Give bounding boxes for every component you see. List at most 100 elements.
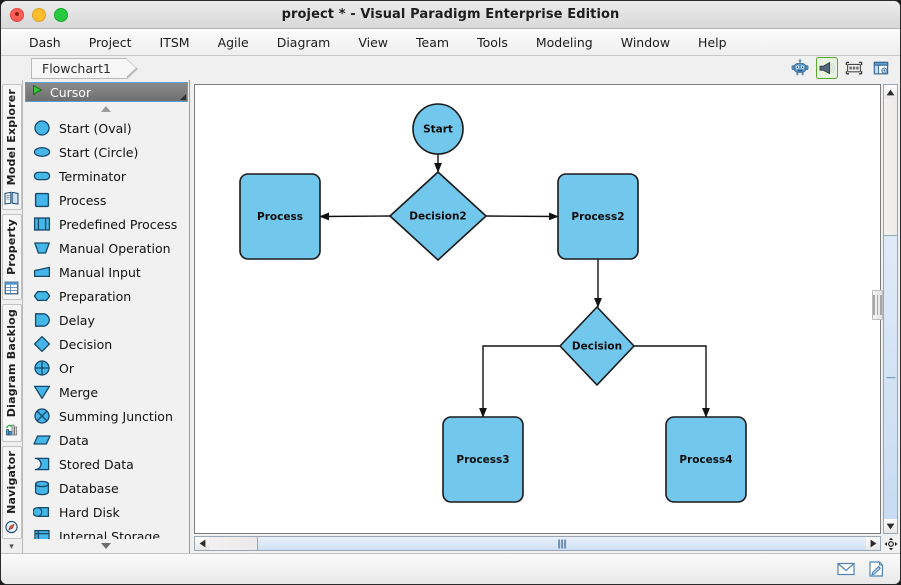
menu-item-view[interactable]: View (358, 34, 389, 50)
hscroll-track[interactable] (258, 537, 866, 550)
palette-item-label: Predefined Process (59, 216, 178, 232)
close-window-button[interactable] (10, 7, 24, 22)
trapezoid-down-icon (31, 239, 52, 257)
menu-item-help[interactable]: Help (698, 34, 727, 50)
breadcrumb-diagram-tab[interactable]: Flowchart1 (31, 58, 127, 79)
stored-data-icon (31, 455, 52, 473)
palette-item-manual-input[interactable]: Manual Input (27, 260, 189, 284)
pan-tool-icon[interactable] (883, 536, 898, 551)
ellipse-shape-icon (31, 143, 52, 161)
hexagon-shape-icon (31, 287, 52, 305)
connector-decision2-to-process[interactable] (319, 212, 391, 221)
menu-item-dash[interactable]: Dash (29, 34, 61, 50)
node-shape (442, 416, 524, 503)
scroll-grip-icon (886, 376, 895, 379)
palette-item-label: Stored Data (59, 456, 134, 472)
scroll-left-button[interactable] (195, 537, 209, 550)
menu-item-agile[interactable]: Agile (217, 34, 249, 50)
node-decision[interactable]: Decision (559, 306, 635, 386)
palette-item-label: Merge (59, 384, 99, 400)
menu-item-diagram[interactable]: Diagram (276, 34, 331, 50)
predefined-process-icon (31, 215, 52, 233)
palette-item-data[interactable]: Data (27, 428, 189, 452)
node-start[interactable]: Start (412, 103, 464, 155)
menu-item-modeling[interactable]: Modeling (535, 34, 593, 50)
menu-item-team[interactable]: Team (416, 34, 450, 50)
diamond-shape-icon (31, 335, 52, 353)
robot-icon[interactable] (789, 57, 811, 79)
toolbar-icons (789, 57, 892, 79)
connector-decision2-to-process2[interactable] (485, 212, 559, 221)
scroll-thumb-upper[interactable] (884, 99, 897, 236)
scroll-down-button[interactable] (884, 519, 897, 533)
node-label: Process4 (679, 454, 732, 466)
triangle-up-icon (101, 106, 111, 112)
note-edit-icon[interactable] (866, 559, 886, 579)
panel-window-icon[interactable] (870, 57, 892, 79)
navigator-icon (4, 519, 20, 535)
canvas-vertical-scrollbar[interactable] (883, 84, 898, 534)
palette-item-internal-storage[interactable]: Internal Storage (27, 524, 189, 539)
palette-item-label: Or (59, 360, 74, 376)
palette-item-database[interactable]: Database (27, 476, 189, 500)
property-grid-icon (4, 280, 20, 296)
rectangle-shape-icon (31, 191, 52, 209)
rail-tab-label: Navigator (5, 451, 18, 515)
palette-item-cursor[interactable]: Cursor (25, 82, 188, 102)
filmstrip-icon[interactable] (843, 57, 865, 79)
palette-item-process[interactable]: Process (27, 188, 189, 212)
node-process[interactable]: Process (239, 173, 321, 260)
palette-item-summing-junction[interactable]: Summing Junction (27, 404, 189, 428)
node-shape (665, 416, 747, 503)
node-process3[interactable]: Process3 (442, 416, 524, 503)
node-shape (412, 103, 464, 155)
scroll-right-button[interactable] (866, 537, 880, 550)
palette-item-label: Internal Storage (59, 528, 161, 540)
palette-item-or[interactable]: Or (27, 356, 189, 380)
rail-tab-diagram-backlog[interactable]: Diagram Backlog (1, 304, 22, 443)
palette-item-merge[interactable]: Merge (27, 380, 189, 404)
palette-scroll-up[interactable] (23, 102, 189, 116)
minimize-window-button[interactable] (32, 7, 46, 22)
palette-item-label: Decision (59, 336, 113, 352)
palette-scroll-down[interactable] (23, 539, 189, 553)
connector-decision-to-process4[interactable] (634, 345, 710, 418)
menu-item-tools[interactable]: Tools (477, 34, 508, 50)
node-process4[interactable]: Process4 (665, 416, 747, 503)
breadcrumb-arrow-icon (125, 58, 138, 79)
menu-item-itsm[interactable]: ITSM (159, 34, 190, 50)
maximize-window-button[interactable] (54, 7, 68, 22)
palette-item-delay[interactable]: Delay (27, 308, 189, 332)
rail-tab-navigator[interactable]: Navigator (1, 446, 22, 540)
node-process2[interactable]: Process2 (557, 173, 639, 260)
palette-item-label: Manual Operation (59, 240, 171, 256)
canvas-horizontal-scrollbar[interactable] (194, 536, 881, 551)
palette-item-start-oval[interactable]: Start (Oval) (27, 116, 189, 140)
rail-tab-property[interactable]: Property (1, 214, 22, 301)
palette-item-predefined-process[interactable]: Predefined Process (27, 212, 189, 236)
palette-item-terminator[interactable]: Terminator (27, 164, 189, 188)
panel-splitter-handle[interactable] (872, 290, 883, 320)
megaphone-icon[interactable] (816, 57, 838, 79)
mail-envelope-icon[interactable] (836, 559, 856, 579)
scroll-up-button[interactable] (884, 85, 897, 99)
rail-tab-label: Property (5, 219, 18, 276)
menu-item-project[interactable]: Project (88, 34, 132, 50)
menu-item-window[interactable]: Window (620, 34, 671, 50)
palette-item-manual-operation[interactable]: Manual Operation (27, 236, 189, 260)
node-label: Process (257, 211, 303, 223)
breadcrumb[interactable]: Flowchart1 (31, 58, 138, 79)
palette-item-decision[interactable]: Decision (27, 332, 189, 356)
hard-disk-icon (31, 503, 52, 521)
hscroll-thumb-left[interactable] (209, 537, 258, 550)
palette-item-preparation[interactable]: Preparation (27, 284, 189, 308)
palette-item-start-circle[interactable]: Start (Circle) (27, 140, 189, 164)
palette-item-hard-disk[interactable]: Hard Disk (27, 500, 189, 524)
rail-overflow-caret-icon[interactable]: ▾ (9, 542, 14, 553)
scroll-track[interactable] (884, 236, 897, 519)
rail-tab-model-explorer[interactable]: Model Explorer (1, 84, 22, 211)
palette-item-stored-data[interactable]: Stored Data (27, 452, 189, 476)
node-decision2[interactable]: Decision2 (389, 171, 487, 261)
connector-decision-to-process3[interactable] (479, 345, 560, 418)
